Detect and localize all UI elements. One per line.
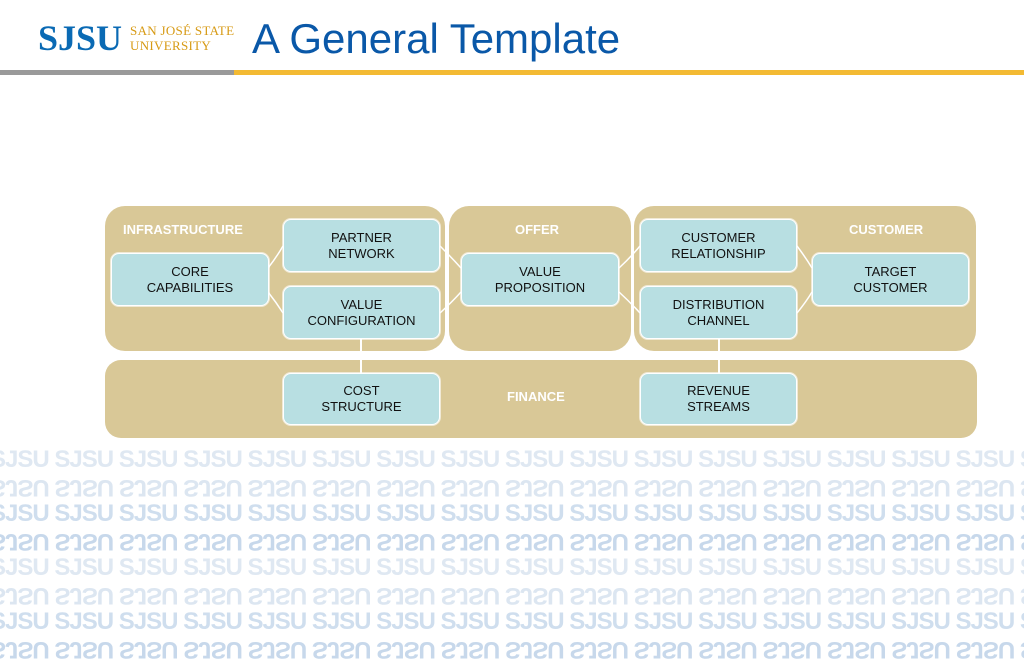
finance-label: FINANCE xyxy=(507,389,565,404)
watermark-row: SJSU SJSU SJSU SJSU SJSU SJSU SJSU SJSU … xyxy=(0,500,1024,527)
distribution-channel-box: DISTRIBUTION CHANNEL xyxy=(640,286,797,339)
core-capabilities-box: CORE CAPABILITIES xyxy=(111,253,269,306)
watermark-row: SJSU SJSU SJSU SJSU SJSU SJSU SJSU SJSU … xyxy=(0,582,1024,609)
customer-relationship-box: CUSTOMER RELATIONSHIP xyxy=(640,219,797,272)
slide-title: A General Template xyxy=(252,15,621,62)
watermark-row: SJSU SJSU SJSU SJSU SJSU SJSU SJSU SJSU … xyxy=(0,448,1024,473)
watermark-row: SJSU SJSU SJSU SJSU SJSU SJSU SJSU SJSU … xyxy=(0,636,1024,663)
header-rule-gray xyxy=(0,70,234,75)
finance-panel xyxy=(105,360,977,438)
value-proposition-box: VALUE PROPOSITION xyxy=(461,253,619,306)
offer-label: OFFER xyxy=(515,222,560,237)
value-configuration-box: VALUE CONFIGURATION xyxy=(283,286,440,339)
target-customer-box: TARGET CUSTOMER xyxy=(812,253,969,306)
watermark-row: SJSU SJSU SJSU SJSU SJSU SJSU SJSU SJSU … xyxy=(0,474,1024,501)
logo-mark: SJSU xyxy=(38,18,123,58)
sjsu-watermark-pattern: SJSU SJSU SJSU SJSU SJSU SJSU SJSU SJSU … xyxy=(0,448,1024,665)
watermark-row: SJSU SJSU SJSU SJSU SJSU SJSU SJSU SJSU … xyxy=(0,608,1024,635)
cost-structure-box: COST STRUCTURE xyxy=(283,373,440,425)
customer-label: CUSTOMER xyxy=(849,222,924,237)
infrastructure-label: INFRASTRUCTURE xyxy=(123,222,243,237)
revenue-streams-box: REVENUE STREAMS xyxy=(640,373,797,425)
partner-network-box: PARTNER NETWORK xyxy=(283,219,440,272)
logo-wordmark: SAN JOSÉ STATE UNIVERSITY xyxy=(130,23,234,53)
logo-line-1: SAN JOSÉ STATE xyxy=(130,23,235,38)
header-rule-gold xyxy=(234,70,1024,75)
logo-line-2: UNIVERSITY xyxy=(130,38,212,53)
watermark-row: SJSU SJSU SJSU SJSU SJSU SJSU SJSU SJSU … xyxy=(0,554,1024,581)
sjsu-logo: SJSU SAN JOSÉ STATE UNIVERSITY xyxy=(38,18,234,58)
watermark-row: SJSU SJSU SJSU SJSU SJSU SJSU SJSU SJSU … xyxy=(0,528,1024,555)
